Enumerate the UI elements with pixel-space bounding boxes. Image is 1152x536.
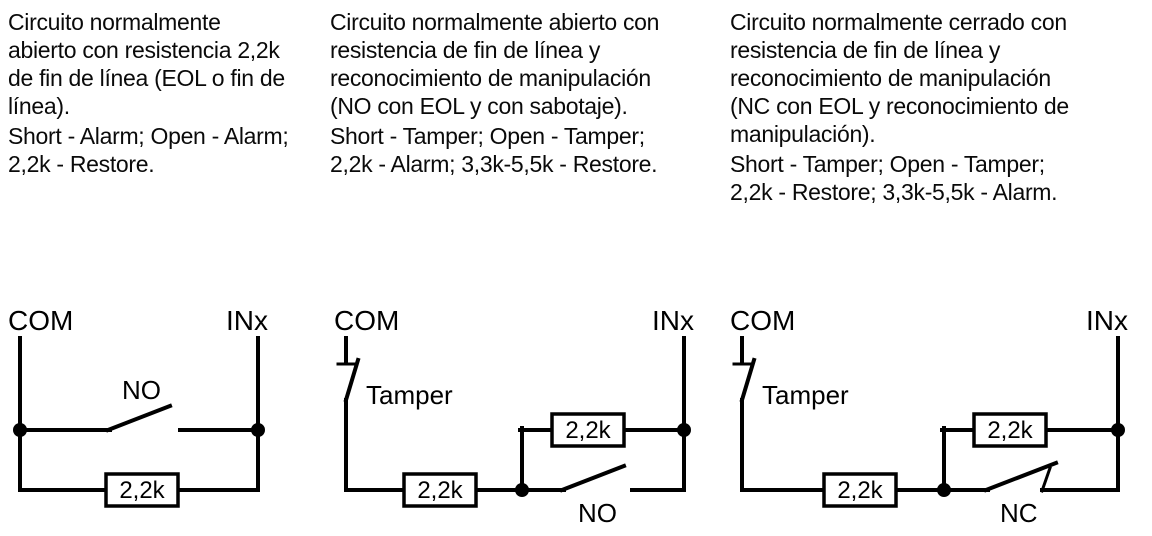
top-eol-resistor bbox=[972, 412, 1048, 448]
top-eol-resistor-value: 2,2k bbox=[987, 417, 1033, 444]
nc-contact-tick bbox=[1040, 466, 1052, 493]
circuit-1-states: Short - Alarm; Open - Alarm; 2,2k - Rest… bbox=[8, 123, 289, 177]
bottom-eol-resistor-value: 2,2k bbox=[417, 477, 463, 504]
inx-terminal-label: INx bbox=[652, 305, 694, 336]
junction-dot-inx bbox=[677, 423, 691, 437]
eol-resistor-value: 2,2k bbox=[119, 477, 165, 504]
junction-dot-bottom bbox=[515, 483, 529, 497]
nc-switch-label: NC bbox=[1000, 498, 1038, 528]
column-2-text: Circuito normalmente abierto con resiste… bbox=[330, 8, 675, 180]
junction-dot-bottom bbox=[937, 483, 951, 497]
column-3-text: Circuito normalmente cerrado con resiste… bbox=[730, 8, 1075, 208]
com-terminal-label: COM bbox=[334, 305, 399, 336]
no-switch-blade bbox=[105, 403, 173, 433]
inx-terminal-label: INx bbox=[1086, 305, 1128, 336]
bottom-eol-resistor bbox=[822, 472, 898, 508]
no-switch-label: NO bbox=[578, 498, 617, 528]
junction-dot-right bbox=[251, 423, 265, 437]
com-terminal-label: COM bbox=[730, 305, 795, 336]
top-eol-resistor bbox=[550, 412, 626, 448]
circuit-2-states: Short - Tamper; Open - Tamper; 2,2k - Al… bbox=[330, 123, 658, 177]
circuit-3-states: Short - Tamper; Open - Tamper; 2,2k - Re… bbox=[730, 151, 1058, 205]
tamper-switch-label: Tamper bbox=[762, 380, 849, 410]
top-eol-resistor-value: 2,2k bbox=[565, 417, 611, 444]
circuit-diagram-nc-eol-tamper: COM INx Tamper 2,2k 2,2k NC bbox=[730, 305, 1128, 528]
tamper-switch-label: Tamper bbox=[366, 380, 453, 410]
junction-dot-inx bbox=[1111, 423, 1125, 437]
eol-resistor bbox=[104, 472, 180, 508]
circuit-3-description: Circuito normalmente cerrado con resiste… bbox=[730, 9, 1069, 147]
no-switch-blade bbox=[559, 463, 627, 493]
column-1-text: Circuito normalmente abierto con resiste… bbox=[8, 8, 290, 180]
circuit-wires bbox=[18, 336, 260, 492]
circuit-1-description: Circuito normalmente abierto con resiste… bbox=[8, 9, 285, 119]
nc-switch-blade bbox=[983, 460, 1059, 493]
circuit-2-description: Circuito normalmente abierto con resiste… bbox=[330, 9, 660, 119]
bottom-eol-resistor bbox=[402, 472, 478, 508]
com-terminal-label: COM bbox=[8, 305, 73, 336]
junction-dot-left bbox=[13, 423, 27, 437]
circuit-wires bbox=[732, 336, 1120, 493]
tamper-switch-blade bbox=[343, 357, 361, 403]
circuit-wires bbox=[336, 336, 686, 493]
no-switch-label: NO bbox=[122, 375, 161, 405]
bottom-eol-resistor-value: 2,2k bbox=[837, 477, 883, 504]
tamper-switch-blade bbox=[739, 357, 757, 403]
inx-terminal-label: INx bbox=[226, 305, 268, 336]
circuit-diagram-no-eol: COM INx NO 2,2k bbox=[8, 305, 268, 508]
circuit-diagram-no-eol-tamper: COM INx Tamper 2,2k 2,2k NO bbox=[334, 305, 694, 528]
